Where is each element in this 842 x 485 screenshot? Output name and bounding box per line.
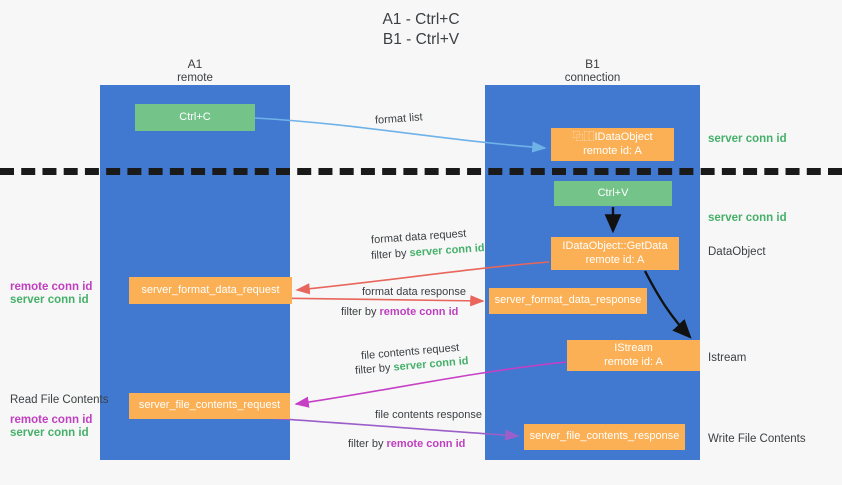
node-server-file-contents-response-label: server_file_contents_response bbox=[529, 430, 680, 443]
node-istream-title: IStream bbox=[614, 342, 653, 354]
node-getdata-title: IDataObject::GetData bbox=[562, 240, 668, 252]
title-line-2: B1 - Ctrl+V bbox=[382, 31, 460, 48]
filter-prefix: filter by bbox=[370, 247, 410, 262]
column-b1-role: connection bbox=[564, 71, 621, 84]
annotation-left-remote-conn-id-2: remote conn id bbox=[10, 414, 93, 426]
node-ctrl-c-label: Ctrl+C bbox=[179, 110, 211, 123]
node-idataobject-subtitle: remote id: A bbox=[583, 144, 642, 157]
node-server-format-data-request-label: server_format_data_request bbox=[141, 283, 280, 296]
node-idataobject-getdata[interactable]: IDataObject::GetData remote id: A bbox=[551, 237, 679, 270]
filter-key-remote-conn-id: remote conn id bbox=[379, 306, 459, 318]
filter-prefix: filter by bbox=[348, 438, 387, 450]
annotation-left-server-conn-id-2: server conn id bbox=[10, 427, 89, 439]
node-ctrl-v-label: Ctrl+V bbox=[597, 186, 629, 199]
column-b1-name: B1 bbox=[585, 57, 600, 71]
node-istream[interactable]: IStream remote id: A bbox=[567, 340, 700, 371]
edge-label-file-contents-response-text: file contents response bbox=[375, 409, 483, 421]
node-server-format-data-response-label: server_format_data_response bbox=[494, 294, 642, 307]
node-server-format-data-response[interactable]: server_format_data_response bbox=[489, 288, 647, 314]
node-server-file-contents-response[interactable]: server_file_contents_response bbox=[524, 424, 685, 450]
annotation-server-conn-id-2: server conn id bbox=[708, 212, 787, 224]
filter-key-remote-conn-id: remote conn id bbox=[386, 438, 466, 450]
edge-label-file-contents-response: file contents response bbox=[375, 408, 482, 423]
node-server-file-contents-request[interactable]: server_file_contents_request bbox=[129, 393, 290, 419]
node-idataobject[interactable]: ⿻⿰IDataObject remote id: A bbox=[551, 128, 674, 161]
node-ctrl-v[interactable]: Ctrl+V bbox=[554, 181, 672, 206]
annotation-write-file-contents: Write File Contents bbox=[708, 433, 806, 445]
annotation-read-file-contents: Read File Contents bbox=[10, 394, 109, 406]
annotation-dataobject: DataObject bbox=[708, 246, 766, 258]
node-ctrl-c[interactable]: Ctrl+C bbox=[135, 104, 255, 131]
column-header-b1: B1 connection bbox=[485, 57, 700, 85]
title-line-1: A1 - Ctrl+C bbox=[382, 11, 460, 28]
node-server-file-contents-request-label: server_file_contents_request bbox=[138, 399, 281, 412]
annotation-istream: Istream bbox=[708, 352, 747, 364]
filter-prefix: filter by bbox=[354, 361, 395, 377]
edge-label-format-list-text: format list bbox=[374, 111, 424, 127]
annotation-left-remote-conn-id-1: remote conn id bbox=[10, 281, 93, 293]
column-a1-role: remote bbox=[177, 71, 213, 84]
edge-label-format-list: format list bbox=[375, 110, 424, 128]
node-getdata-subtitle: remote id: A bbox=[585, 253, 645, 266]
filter-key-server-conn-id: server conn id bbox=[409, 242, 485, 260]
edge-label-format-data-response-text: format data response bbox=[362, 286, 466, 298]
node-istream-subtitle: remote id: A bbox=[604, 355, 663, 368]
node-server-format-data-request[interactable]: server_format_data_request bbox=[129, 277, 292, 304]
edge-label-format-data-response-filter: filter by remote conn id bbox=[341, 305, 458, 320]
node-idataobject-title: ⿻⿰IDataObject bbox=[572, 131, 653, 143]
annotation-server-conn-id-1: server conn id bbox=[708, 133, 787, 145]
edge-label-file-contents-response-filter: filter by remote conn id bbox=[348, 437, 465, 452]
annotation-left-server-conn-id-1: server conn id bbox=[10, 294, 89, 306]
page-title: A1 - Ctrl+C B1 - Ctrl+V bbox=[0, 10, 842, 50]
column-header-a1: A1 remote bbox=[100, 57, 290, 85]
filter-prefix: filter by bbox=[341, 306, 380, 318]
protocol-divider bbox=[0, 168, 842, 175]
column-a1-name: A1 bbox=[187, 57, 203, 71]
edge-label-format-data-response: format data response bbox=[362, 285, 466, 300]
